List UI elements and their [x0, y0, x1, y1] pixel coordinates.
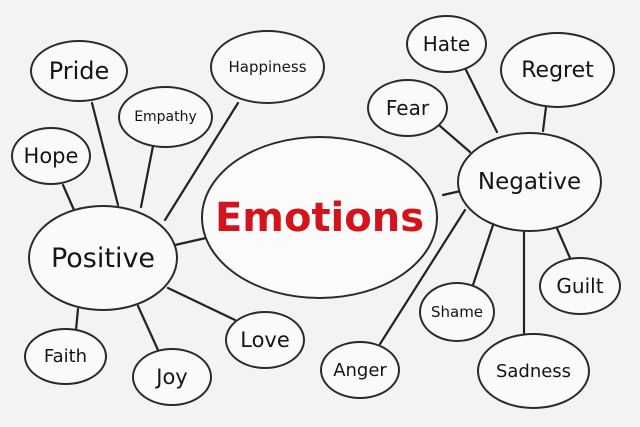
leaf-node-hate: Hate [406, 15, 487, 73]
leaf-node-love: Love [225, 311, 305, 369]
leaf-label: Fear [385, 96, 430, 120]
leaf-label: Happiness [228, 58, 307, 76]
leaf-label: Love [240, 328, 290, 352]
leaf-node-sadness: Sadness [477, 333, 590, 409]
leaf-label: Hope [23, 144, 79, 168]
leaf-node-regret: Regret [500, 32, 615, 108]
leaf-label: Hate [422, 32, 471, 56]
leaf-node-guilt: Guilt [539, 257, 621, 315]
hub-node-label: Positive [50, 242, 156, 274]
leaf-label: Joy [156, 365, 188, 389]
leaf-node-faith: Faith [24, 328, 107, 385]
leaf-node-anger: Anger [320, 341, 400, 399]
central-node-label: Emotions [214, 194, 425, 241]
leaf-label: Faith [43, 346, 88, 367]
leaf-label: Regret [521, 57, 594, 83]
leaf-node-empathy: Empathy [118, 86, 213, 148]
hub-node-negative: Negative [457, 132, 602, 232]
leaf-label: Anger [333, 359, 387, 381]
central-node-emotions: Emotions [201, 136, 438, 299]
leaf-label: Guilt [556, 274, 604, 298]
leaf-node-fear: Fear [367, 79, 448, 137]
leaf-node-joy: Joy [132, 348, 212, 406]
leaf-node-shame: Shame [419, 282, 495, 342]
hub-node-positive: Positive [28, 205, 178, 311]
leaf-node-happiness: Happiness [210, 30, 325, 104]
leaf-label: Empathy [134, 109, 197, 125]
leaf-label: Shame [430, 303, 484, 321]
hub-node-label: Negative [477, 169, 582, 195]
leaf-node-pride: Pride [30, 40, 128, 102]
leaf-node-hope: Hope [11, 127, 91, 185]
leaf-label: Pride [48, 57, 110, 85]
leaf-label: Sadness [495, 360, 572, 382]
